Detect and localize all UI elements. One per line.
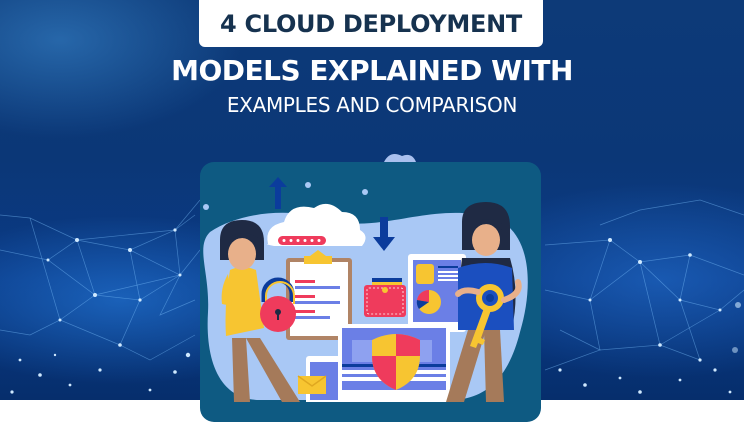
envelope-icon: [297, 375, 327, 394]
wallet-icon: [364, 278, 406, 317]
clipboard-icon: [286, 250, 352, 340]
padlock-icon: [260, 277, 296, 332]
subtitle: EXAMPLES AND COMPARISON: [226, 93, 518, 117]
key-icon: [470, 284, 504, 348]
cloud-security-illustration: [203, 177, 528, 402]
download-arrow-icon: [373, 217, 395, 251]
password-field-icon: [278, 236, 326, 245]
woman-with-key: [446, 202, 522, 402]
tablet-dashboard-icon: [408, 254, 466, 332]
title-line-2: MODELS EXPLAINED WITH: [171, 54, 573, 87]
cloud-icon: [266, 203, 366, 246]
pie-chart-icon: [416, 289, 441, 314]
network-mesh-decoration: [0, 199, 744, 394]
title-banner: 4 CLOUD DEPLOYMENT: [199, 0, 543, 47]
illustration-card: [200, 162, 541, 422]
woman-with-padlock: [220, 220, 300, 402]
title-line-1: 4 CLOUD DEPLOYMENT: [220, 9, 522, 38]
shield-icon: [372, 334, 420, 390]
upload-arrow-icon: [269, 177, 287, 209]
